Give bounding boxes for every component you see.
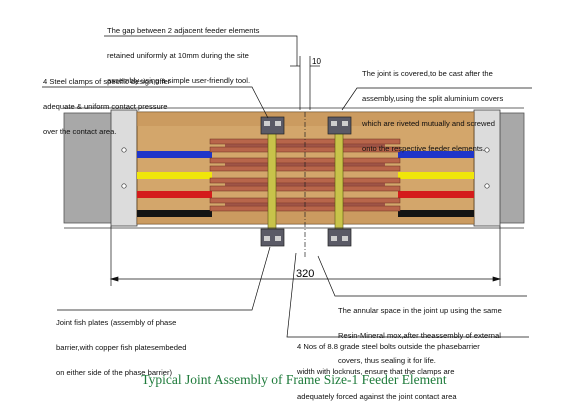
covers-note-line: The joint is covered,to be cast after th…	[362, 68, 493, 78]
gap-note: The gap between 2 adjacent feeder elemen…	[107, 10, 259, 102]
phase-bar-yellow-left	[137, 172, 212, 179]
bolts-note-line: 4 Nos of 8.8 grade steel bolts outside t…	[297, 341, 480, 351]
clamps-note: 4 Steel clamps of specific design,offer …	[43, 61, 170, 153]
clamps-note-line: over the contact area.	[43, 127, 117, 137]
gap-dimension	[290, 56, 320, 110]
joint-assembly-diagram: 10 320	[42, 35, 532, 338]
annular-note-line: Resin-Mineral mox,after theassembly of e…	[338, 331, 501, 341]
steel-clamp-top-right	[327, 116, 352, 135]
annular-note: The annular space in the joint up using …	[338, 290, 502, 382]
covers-note-line: onto the respective feeder elements.	[362, 144, 485, 154]
covers-note-line: assembly,using the split aluminium cover…	[362, 94, 504, 104]
rivet-icon	[484, 183, 490, 189]
annular-note-line: The annular space in the joint up using …	[338, 305, 502, 315]
steel-clamp-bottom-left	[260, 228, 285, 247]
phase-bar-black-left	[137, 210, 212, 217]
rivet-icon	[121, 183, 127, 189]
rivet-icon	[121, 147, 127, 153]
bolts-note-line: width with locknuts, ensure that the cla…	[297, 367, 455, 377]
overall-dimension	[109, 226, 502, 286]
phase-bar-red-left	[137, 191, 212, 198]
covers-note: The joint is covered,to be cast after th…	[362, 53, 503, 171]
end-plate-left	[110, 109, 138, 227]
resin-shade-bottom	[137, 210, 474, 224]
gap-dimension-label: 10	[312, 57, 321, 66]
leader-lines	[42, 35, 532, 338]
fish-plates-note-line: Joint fish plates (assembly of phase	[56, 317, 177, 327]
bolt-right	[334, 125, 344, 243]
fish-plates-note-line: barrier,with copper fish platesembeded	[56, 343, 187, 353]
covers-note-line: which are riveted mutually and screwed	[362, 119, 495, 129]
rivet-icon	[484, 147, 490, 153]
phase-bar-blue-right	[398, 151, 474, 158]
figure-caption: Typical Joint Assembly of Frame Size-1 F…	[141, 372, 447, 387]
resin-shade-top	[137, 112, 474, 126]
phase-bar-yellow-right	[398, 172, 474, 179]
phase-bar-red-right	[398, 191, 474, 198]
annular-note-line: covers, thus sealing it for life.	[338, 356, 436, 366]
fish-plates-note-line: on either side of the phase barrier)	[56, 368, 173, 378]
gap-note-line: The gap between 2 adjacent feeder elemen…	[107, 25, 260, 35]
steel-clamp-bottom-right	[327, 228, 352, 247]
clamps-note-line: 4 Steel clamps of specific design,offer	[43, 76, 171, 86]
bolt-left	[267, 125, 277, 243]
gap-note-line: assembly using a simple user-friendly to…	[107, 76, 251, 86]
bolts-note: 4 Nos of 8.8 grade steel bolts outside t…	[297, 326, 480, 418]
gap-note-line: retained uniformly at 10mm during the si…	[107, 51, 249, 61]
phase-bar-black-right	[398, 210, 474, 217]
bolts-note-line: adequately forced against the joint cont…	[297, 392, 457, 402]
clamps-note-line: adequate & uniform contact pressure	[43, 102, 168, 112]
fish-plates-note: Joint fish plates (assembly of phase bar…	[56, 302, 186, 394]
steel-clamp-top-left	[260, 116, 285, 135]
phase-bar-blue-left	[137, 151, 212, 158]
end-plate-right	[473, 109, 501, 227]
overall-dimension-label: 320	[296, 268, 314, 280]
